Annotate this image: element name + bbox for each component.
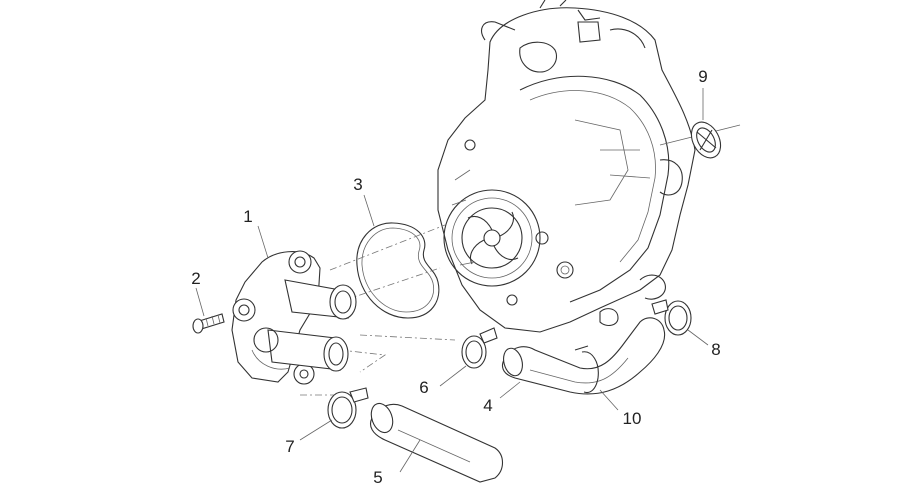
part-hose-clamp-right — [651, 299, 709, 346]
label-part-2: 2 — [191, 269, 200, 288]
label-part-3: 3 — [353, 175, 362, 194]
label-part-5: 5 — [373, 468, 382, 484]
label-part-8: 8 — [711, 340, 720, 359]
engine-cover-housing — [437, 0, 696, 333]
part-filler-cap — [659, 88, 741, 159]
callout-labels: 1 2 3 4 5 6 7 8 9 10 — [191, 67, 720, 484]
part-upper-hose — [499, 317, 666, 399]
part-hose-clamp-middle — [439, 327, 498, 387]
pump-impeller — [467, 211, 519, 265]
part-clip-clamp — [574, 345, 619, 411]
part-bolt — [192, 287, 225, 334]
part-lower-hose — [369, 402, 504, 483]
part-o-ring-gasket — [356, 194, 440, 319]
label-part-9: 9 — [698, 67, 707, 86]
label-part-1: 1 — [243, 207, 252, 226]
label-part-7: 7 — [285, 437, 294, 456]
label-part-6: 6 — [419, 378, 428, 397]
label-part-4: 4 — [483, 396, 492, 415]
part-water-pump-cover — [231, 225, 357, 385]
part-hose-clamp-lower-left — [299, 387, 369, 441]
label-part-10: 10 — [623, 409, 642, 428]
alignment-lines — [300, 224, 456, 396]
